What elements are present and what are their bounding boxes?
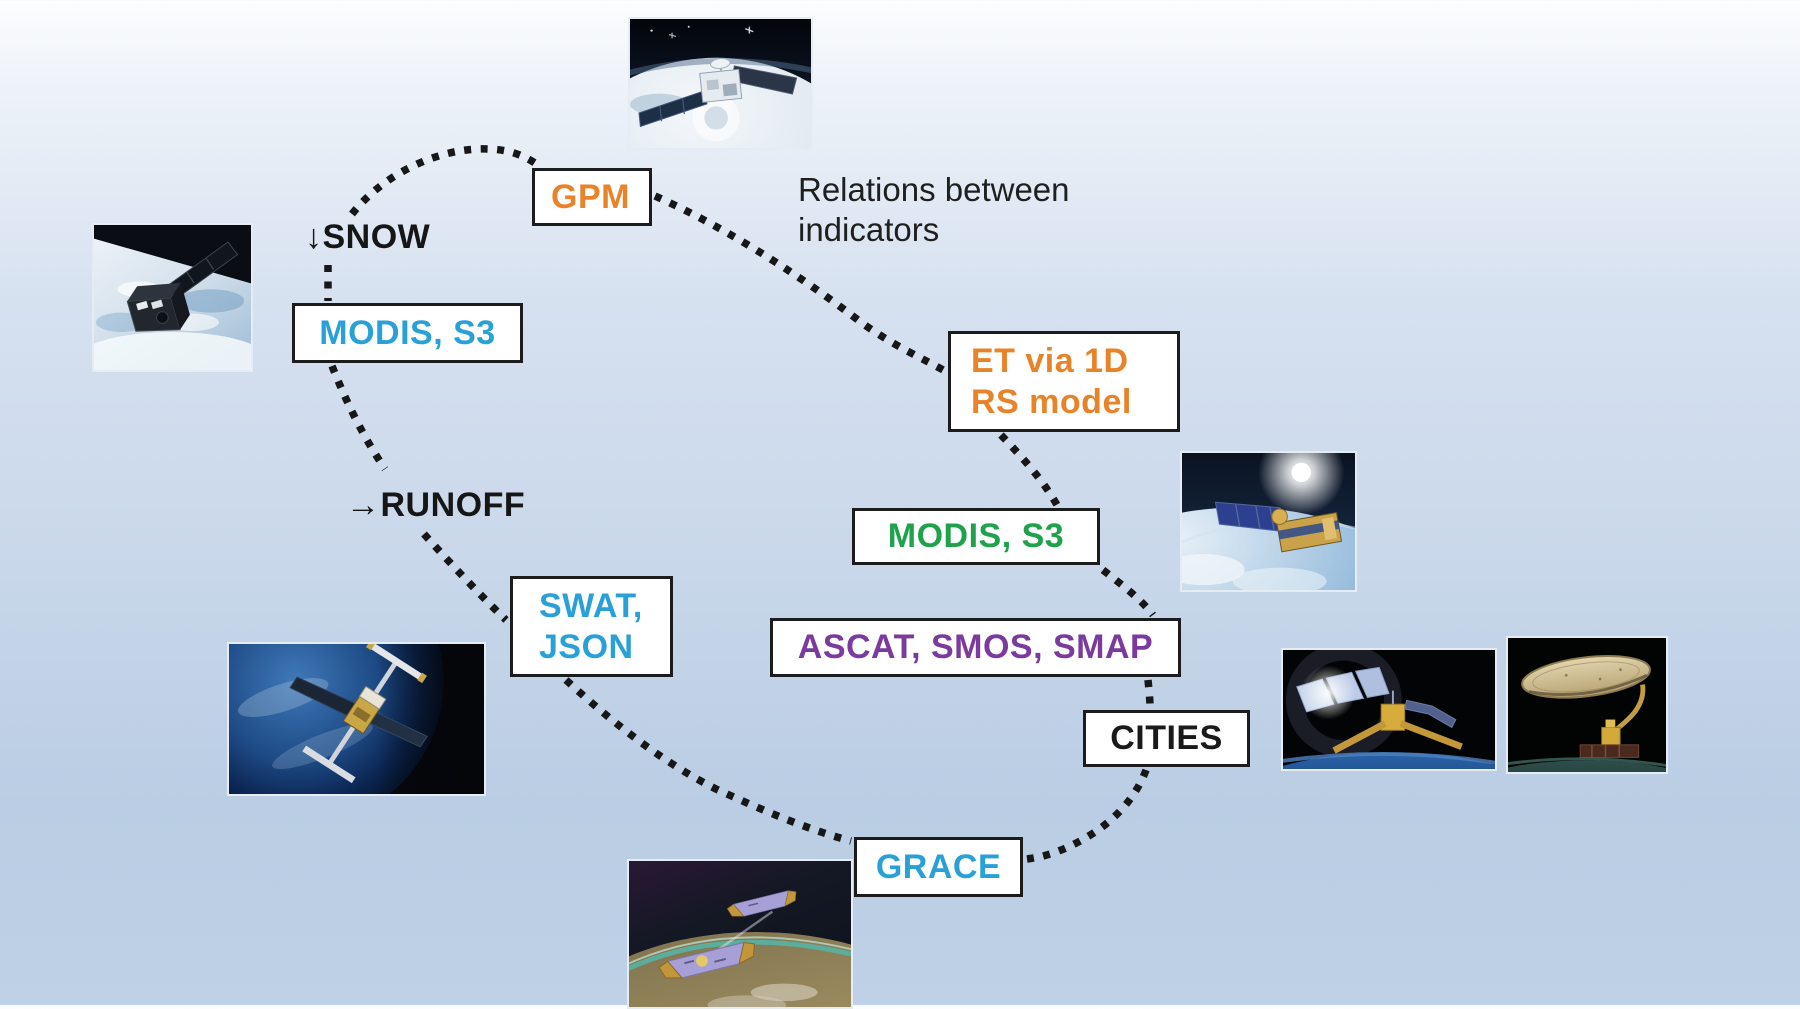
grace-twin-satellites-image	[627, 859, 853, 1009]
swat-json-box: SWAT, JSON	[510, 576, 673, 677]
modis-s3-left-label: MODIS, S3	[295, 313, 520, 353]
et-model-label-line1: ET via 1D	[971, 341, 1177, 381]
gpm-satellite-image	[628, 17, 813, 150]
runoff-flow-label: →RUNOFF	[346, 486, 525, 525]
modis-s3-right-label: MODIS, S3	[855, 516, 1097, 556]
relations-caption: Relations between indicators	[798, 170, 1070, 250]
modis-s3-left-box: MODIS, S3	[292, 303, 523, 363]
gpm-box: GPM	[532, 168, 652, 226]
ascat-smos-smap-label: ASCAT, SMOS, SMAP	[773, 627, 1178, 667]
gpm-label: GPM	[551, 177, 649, 217]
snow-flow-label: ↓SNOW	[305, 218, 430, 257]
grace-box: GRACE	[854, 837, 1023, 897]
smos-satellite-image	[1281, 648, 1497, 771]
polar-cubesat-satellite-image	[92, 223, 253, 372]
swot-satellite-image	[227, 642, 486, 796]
grace-label: GRACE	[857, 847, 1020, 887]
relations-caption-line1: Relations between	[798, 170, 1070, 210]
swat-json-label-line2: JSON	[539, 627, 670, 667]
terra-satellite-image	[1180, 451, 1357, 592]
swat-json-label-line1: SWAT,	[539, 586, 670, 626]
et-model-box: ET via 1D RS model	[948, 331, 1180, 432]
modis-s3-right-box: MODIS, S3	[852, 508, 1100, 565]
et-model-label-line2: RS model	[971, 382, 1177, 422]
cities-label: CITIES	[1086, 718, 1247, 758]
cities-box: CITIES	[1083, 710, 1250, 767]
ascat-smos-smap-box: ASCAT, SMOS, SMAP	[770, 618, 1181, 677]
relations-caption-line2: indicators	[798, 210, 1070, 250]
smap-satellite-image	[1506, 636, 1668, 774]
